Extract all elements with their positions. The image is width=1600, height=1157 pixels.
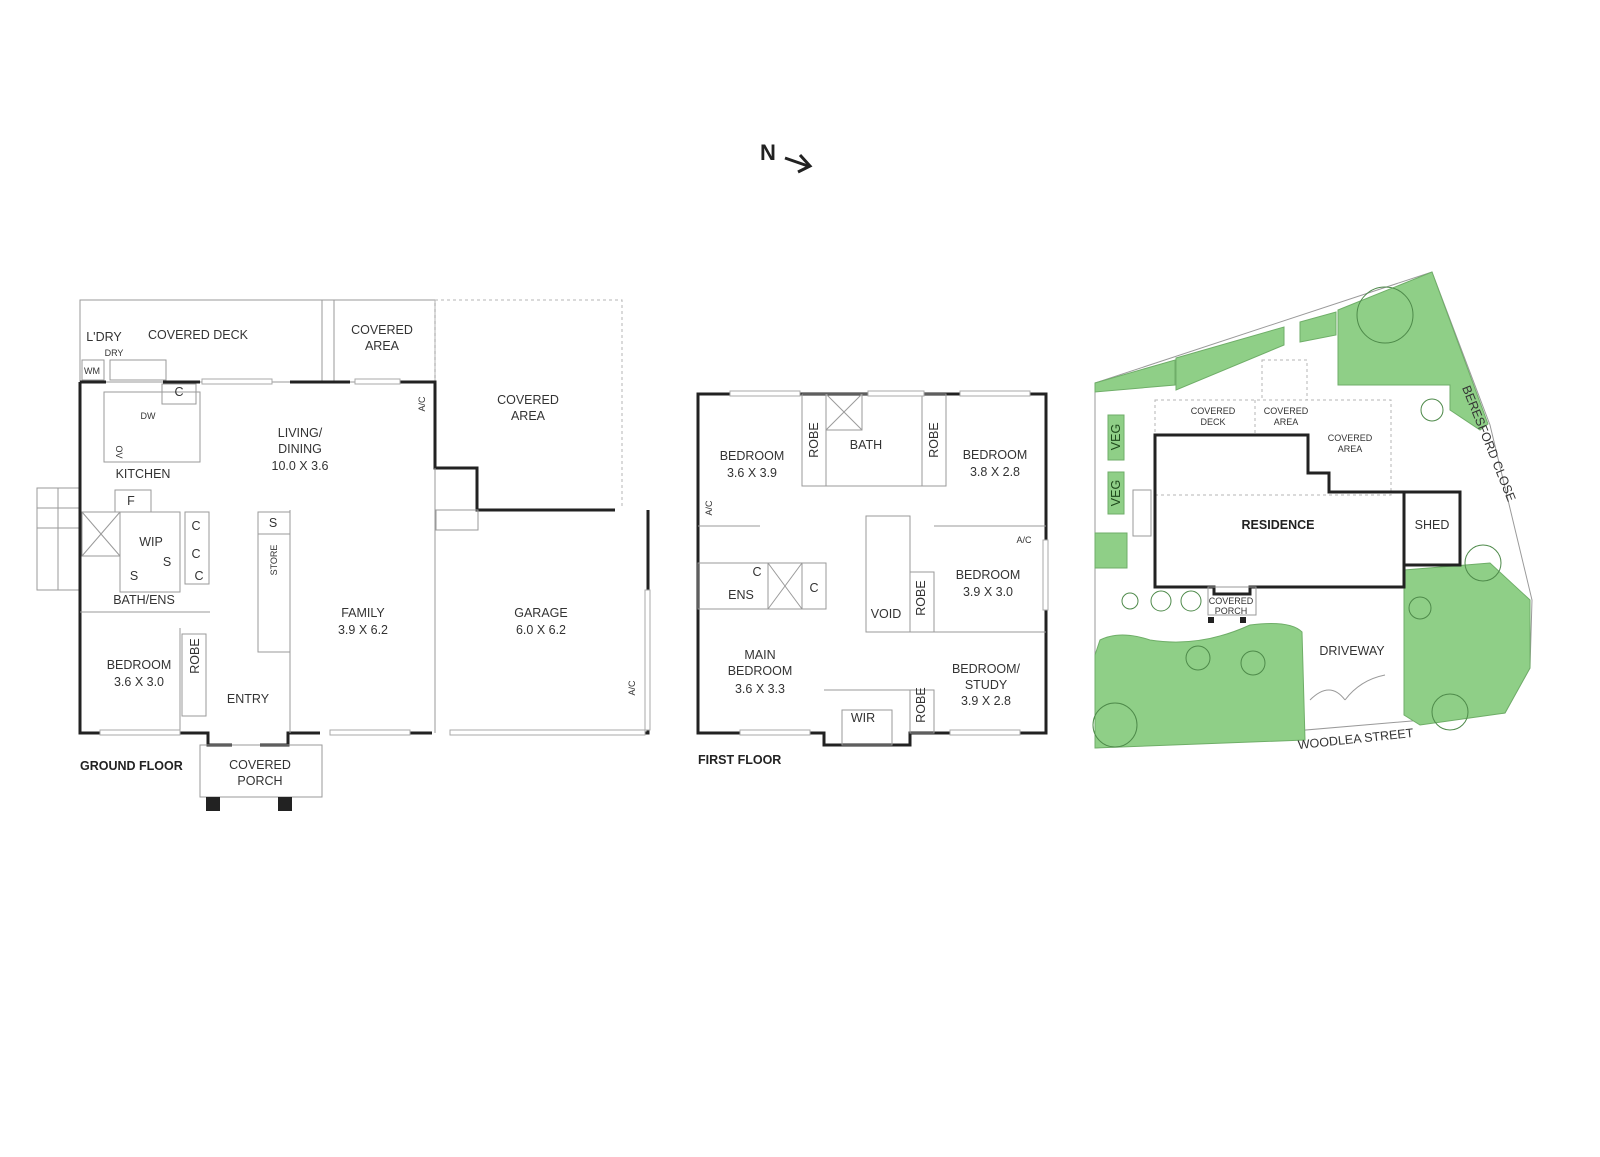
room-label: BEDROOM (720, 449, 785, 463)
room-label: C (752, 565, 761, 579)
room-label: BATH (850, 438, 882, 452)
ground-floor-plan: L'DRY DRY WM COVERED DECK COVERED AREA C… (36, 299, 651, 811)
room-dimensions: 6.0 X 6.2 (516, 623, 566, 637)
room-label: C (174, 385, 183, 399)
veg-bed (1107, 471, 1125, 515)
room-label: BEDROOM (956, 568, 1021, 582)
residence-label: RESIDENCE (1242, 518, 1315, 532)
room-label: AREA (1338, 444, 1363, 454)
room-label: F (127, 494, 135, 508)
room-label: DW (141, 411, 156, 421)
room-label: S (163, 555, 171, 569)
room-label: ROBE (914, 580, 928, 615)
room-label: FAMILY (341, 606, 385, 620)
room-label: A/C (704, 500, 714, 516)
room-label: AREA (511, 409, 546, 423)
driveway-label: DRIVEWAY (1319, 644, 1385, 658)
room-label: STORE (269, 545, 279, 576)
room-dimensions: 3.9 X 2.8 (961, 694, 1011, 708)
room-label: ENTRY (227, 692, 270, 706)
room-dimensions: 3.9 X 6.2 (338, 623, 388, 637)
room-label: ROBE (927, 422, 941, 457)
room-label: LIVING/ (278, 426, 323, 440)
shed-label: SHED (1415, 518, 1450, 532)
first-floor-plan: BEDROOM 3.6 X 3.9 ROBE BATH ROBE BEDROOM… (696, 390, 1049, 767)
room-dimensions: 3.9 X 3.0 (963, 585, 1013, 599)
compass: N (760, 140, 813, 174)
room-label: S (130, 569, 138, 583)
room-label: BEDROOM/ (952, 662, 1021, 676)
street-label: WOODLEA STREET (1297, 726, 1414, 752)
room-label: PORCH (237, 774, 282, 788)
veg-bed (1107, 414, 1125, 461)
room-label: ROBE (188, 638, 202, 673)
room-label: COVERED (1209, 596, 1254, 606)
north-label: N (760, 140, 776, 165)
room-label: COVERED DECK (148, 328, 249, 342)
room-label: COVERED (229, 758, 291, 772)
floor-title: FIRST FLOOR (698, 753, 781, 767)
room-label: KITCHEN (116, 467, 171, 481)
room-label: COVERED (1264, 406, 1309, 416)
room-label: COVERED (1191, 406, 1236, 416)
room-label: BEDROOM (963, 448, 1028, 462)
street-label: BERESFORD CLOSE (1459, 384, 1518, 504)
room-dimensions: 3.8 X 2.8 (970, 465, 1020, 479)
room-label: WM (84, 366, 100, 376)
veg-label: VEG (1109, 424, 1123, 450)
room-label: OV (114, 445, 124, 458)
room-label: C (194, 569, 203, 583)
room-label: S (269, 516, 277, 530)
room-label: AREA (365, 339, 400, 353)
room-label: C (191, 547, 200, 561)
room-label: BEDROOM (728, 664, 793, 678)
room-label: WIP (139, 535, 163, 549)
room-label: COVERED (351, 323, 413, 337)
room-label: COVERED (1328, 433, 1373, 443)
room-label: GARAGE (514, 606, 568, 620)
room-label: ENS (728, 588, 754, 602)
room-dimensions: 3.6 X 3.0 (114, 675, 164, 689)
room-dimensions: 10.0 X 3.6 (272, 459, 329, 473)
room-label: BEDROOM (107, 658, 172, 672)
room-label: L'DRY (86, 330, 122, 344)
site-plan: RESIDENCE SHED VEG VEG COVERED DECK COVE… (1092, 271, 1533, 752)
room-label: DECK (1200, 417, 1225, 427)
room-label: C (191, 519, 200, 533)
room-label: C (809, 581, 818, 595)
room-label: BATH/ENS (113, 593, 175, 607)
room-label: A/C (627, 680, 637, 696)
room-label: A/C (417, 396, 427, 412)
room-label: A/C (1016, 535, 1032, 545)
room-label: AREA (1274, 417, 1299, 427)
room-label: ROBE (914, 687, 928, 722)
room-dimensions: 3.6 X 3.9 (727, 466, 777, 480)
room-label: DRY (105, 348, 124, 358)
room-dimensions: 3.6 X 3.3 (735, 682, 785, 696)
room-label: STUDY (965, 678, 1008, 692)
room-label: MAIN (744, 648, 775, 662)
room-label: WIR (851, 711, 875, 725)
north-arrow-icon (784, 153, 813, 174)
room-label: DINING (278, 442, 322, 456)
veg-label: VEG (1109, 480, 1123, 506)
room-label: COVERED (497, 393, 559, 407)
floor-title: GROUND FLOOR (80, 759, 183, 773)
room-label: PORCH (1215, 606, 1248, 616)
room-label: ROBE (807, 422, 821, 457)
room-label: VOID (871, 607, 902, 621)
